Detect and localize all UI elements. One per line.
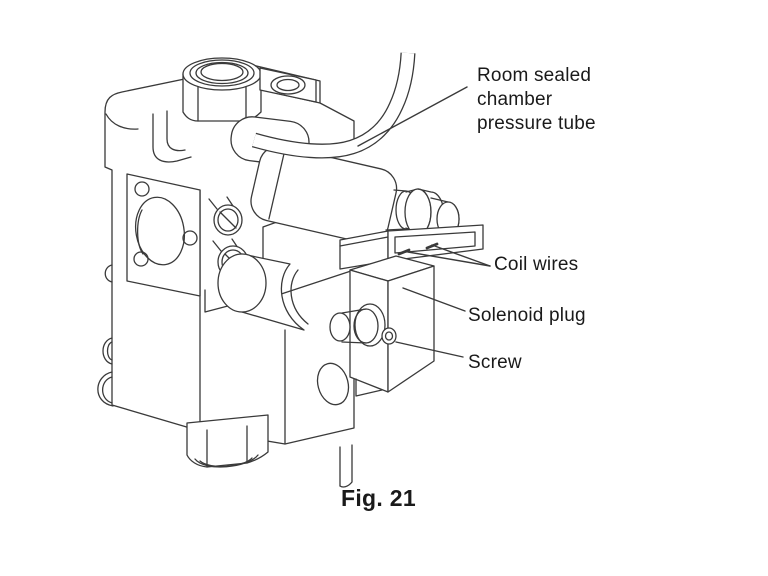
pressure-tube (254, 53, 408, 151)
lower-cylinder (218, 254, 308, 330)
leader-lines (358, 87, 490, 357)
solenoid-coil (247, 142, 401, 248)
label-solenoid-plug: Solenoid plug (468, 305, 586, 326)
label-screw: Screw (468, 352, 522, 373)
mounting-flange (127, 174, 200, 296)
label-coil-wires: Coil wires (494, 254, 579, 275)
coil-wires (399, 244, 437, 254)
leader-solenoid-plug (403, 288, 465, 311)
bottom-stub-pipe (340, 445, 352, 487)
label-pressure-tube: Room sealed chamber pressure tube (477, 65, 596, 134)
inlet-hex-fitting (183, 58, 261, 121)
leader-pressure-tube (358, 87, 467, 146)
figure-caption: Fig. 21 (341, 485, 416, 511)
top-bracket (260, 68, 316, 102)
leader-coil-wires-2 (408, 252, 490, 266)
leader-screw (396, 342, 463, 357)
plug-screw (382, 328, 396, 344)
leader-coil-wires-1 (432, 245, 490, 266)
outlet-hex-fitting (187, 415, 268, 467)
left-port-bosses (98, 265, 113, 406)
plug-button (330, 304, 385, 346)
